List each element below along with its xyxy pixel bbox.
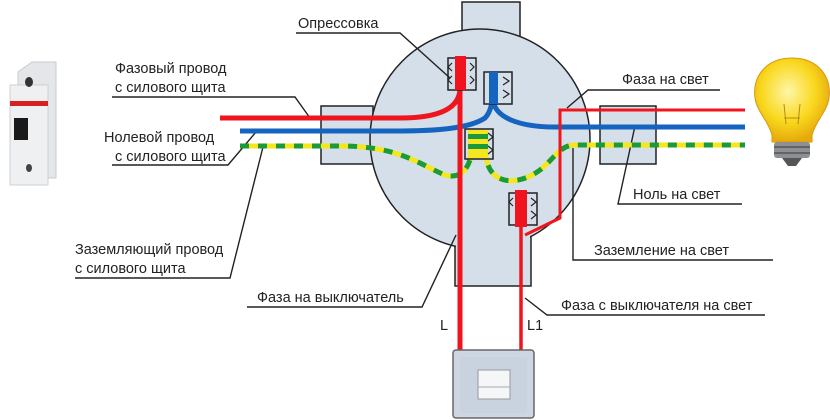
label-neutral-panel-line1: Нолевой провод bbox=[104, 130, 215, 146]
leader-lines bbox=[75, 32, 773, 316]
label-ground-light: Заземление на свет bbox=[594, 243, 729, 259]
ground-wires bbox=[240, 130, 745, 184]
phase-connector-top bbox=[447, 56, 477, 91]
leader-phase-light bbox=[566, 89, 720, 109]
leader-neutral-light bbox=[617, 125, 742, 205]
leader-ground-panel bbox=[75, 146, 264, 279]
leader-phase-switch-light bbox=[524, 297, 765, 316]
leader-phase-switch bbox=[247, 234, 457, 308]
label-crimping: Опрессовка bbox=[298, 16, 379, 32]
label-phase-light: Фаза на свет bbox=[622, 72, 709, 88]
label-phase-switch: Фаза на выключатель bbox=[257, 290, 404, 306]
label-wire-L1: L1 bbox=[527, 318, 543, 334]
box-tab-right bbox=[599, 105, 657, 165]
circuit-breaker-icon bbox=[9, 61, 57, 186]
light-bulb-icon bbox=[754, 57, 830, 166]
ground-connector bbox=[464, 128, 494, 160]
leader-crimping bbox=[296, 32, 451, 79]
leader-phase-panel bbox=[112, 96, 311, 119]
phase-connector-bottom bbox=[508, 190, 538, 227]
label-phase-switch-light: Фаза с выключателя на свет bbox=[561, 298, 753, 314]
label-phase-panel-line2: с силового щита bbox=[115, 80, 226, 96]
label-neutral-panel-line2: с силового щита bbox=[115, 149, 226, 165]
label-ground-panel-line1: Заземляющий провод bbox=[75, 242, 224, 258]
label-wire-L: L bbox=[440, 318, 448, 334]
leader-ground-light bbox=[572, 148, 773, 261]
label-phase-panel-line1: Фазовый провод bbox=[115, 61, 227, 77]
label-neutral-light: Ноль на свет bbox=[633, 187, 721, 203]
label-ground-panel-line2: с силового щита bbox=[75, 261, 186, 277]
leader-neutral-panel bbox=[112, 131, 257, 166]
neutral-connector bbox=[483, 71, 513, 105]
box-tab-left bbox=[320, 105, 374, 165]
wall-switch-icon bbox=[452, 349, 535, 419]
